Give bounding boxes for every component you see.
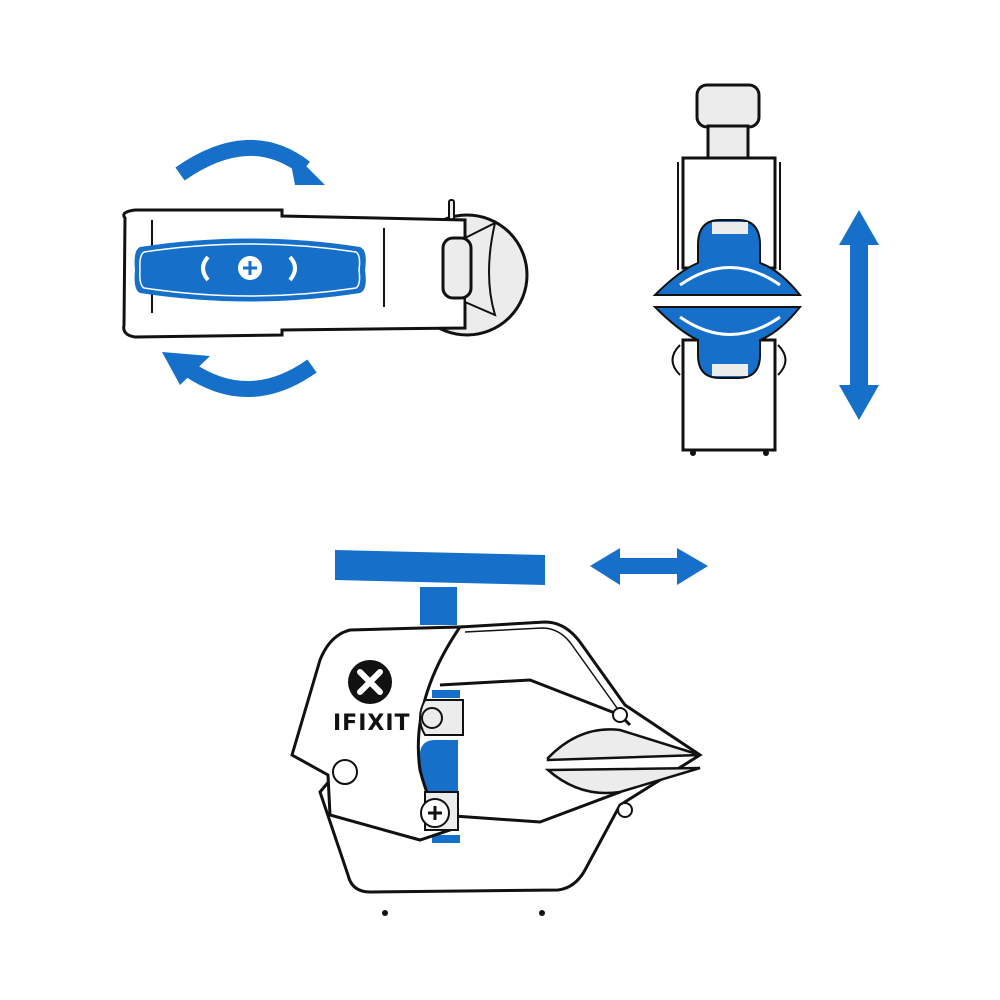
rotate-counterclockwise-arrow-icon — [162, 352, 317, 397]
rotate-panel — [100, 130, 540, 410]
vertical-panel — [620, 70, 900, 470]
ifixit-logo: IFIXIT — [333, 660, 411, 736]
rotate-left-icon — [201, 255, 210, 282]
clamp-jaws — [652, 219, 803, 379]
vertical-double-arrow-icon — [839, 210, 879, 420]
t-handle — [335, 550, 545, 625]
knob-handle — [134, 238, 366, 302]
top-knob — [695, 83, 761, 129]
logo-text: IFIXIT — [333, 711, 411, 736]
rotate-right-icon — [288, 255, 297, 282]
horizontal-double-arrow-icon — [590, 548, 708, 585]
slide-panel: IFIXIT — [280, 530, 720, 930]
rotate-clockwise-arrow-icon — [175, 139, 325, 185]
clamp-tab — [441, 236, 473, 300]
